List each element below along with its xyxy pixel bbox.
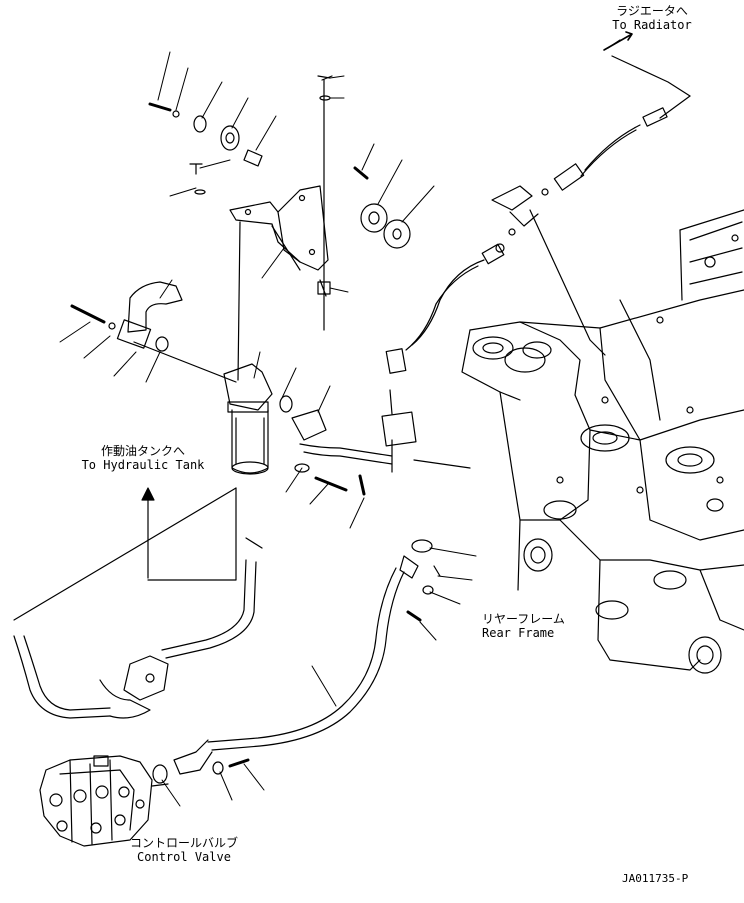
label-to-hydraulic-tank-jp: 作動油タンクへ	[100, 444, 185, 458]
label-control-valve-en: Control Valve	[137, 850, 231, 864]
label-to-radiator: ラジエータへ To Radiator	[596, 4, 708, 32]
label-to-hydraulic-tank-en: To Hydraulic Tank	[81, 458, 205, 472]
control-valve-body	[39, 755, 169, 847]
rear-frame	[461, 209, 744, 674]
drawing-code: JA011735-P	[622, 872, 689, 885]
label-rear-frame-jp: リヤーフレーム	[482, 612, 565, 626]
return-pipe	[291, 389, 471, 496]
leader-lines	[59, 51, 477, 807]
label-rear-frame: リヤーフレーム Rear Frame	[482, 612, 574, 640]
main-hose	[152, 539, 441, 784]
radiator-hose	[385, 31, 691, 374]
label-control-valve-jp: コントロールバルブ	[129, 836, 238, 850]
elbow-fitting	[70, 281, 237, 383]
tank-return-line	[13, 487, 263, 719]
label-to-radiator-jp: ラジエータへ	[616, 4, 688, 18]
filter-bracket	[148, 75, 411, 475]
label-control-valve: コントロールバルブ Control Valve	[124, 836, 244, 864]
label-to-radiator-en: To Radiator	[612, 18, 692, 32]
label-rear-frame-en: Rear Frame	[482, 626, 555, 640]
label-to-hydraulic-tank: 作動油タンクへ To Hydraulic Tank	[68, 444, 218, 472]
